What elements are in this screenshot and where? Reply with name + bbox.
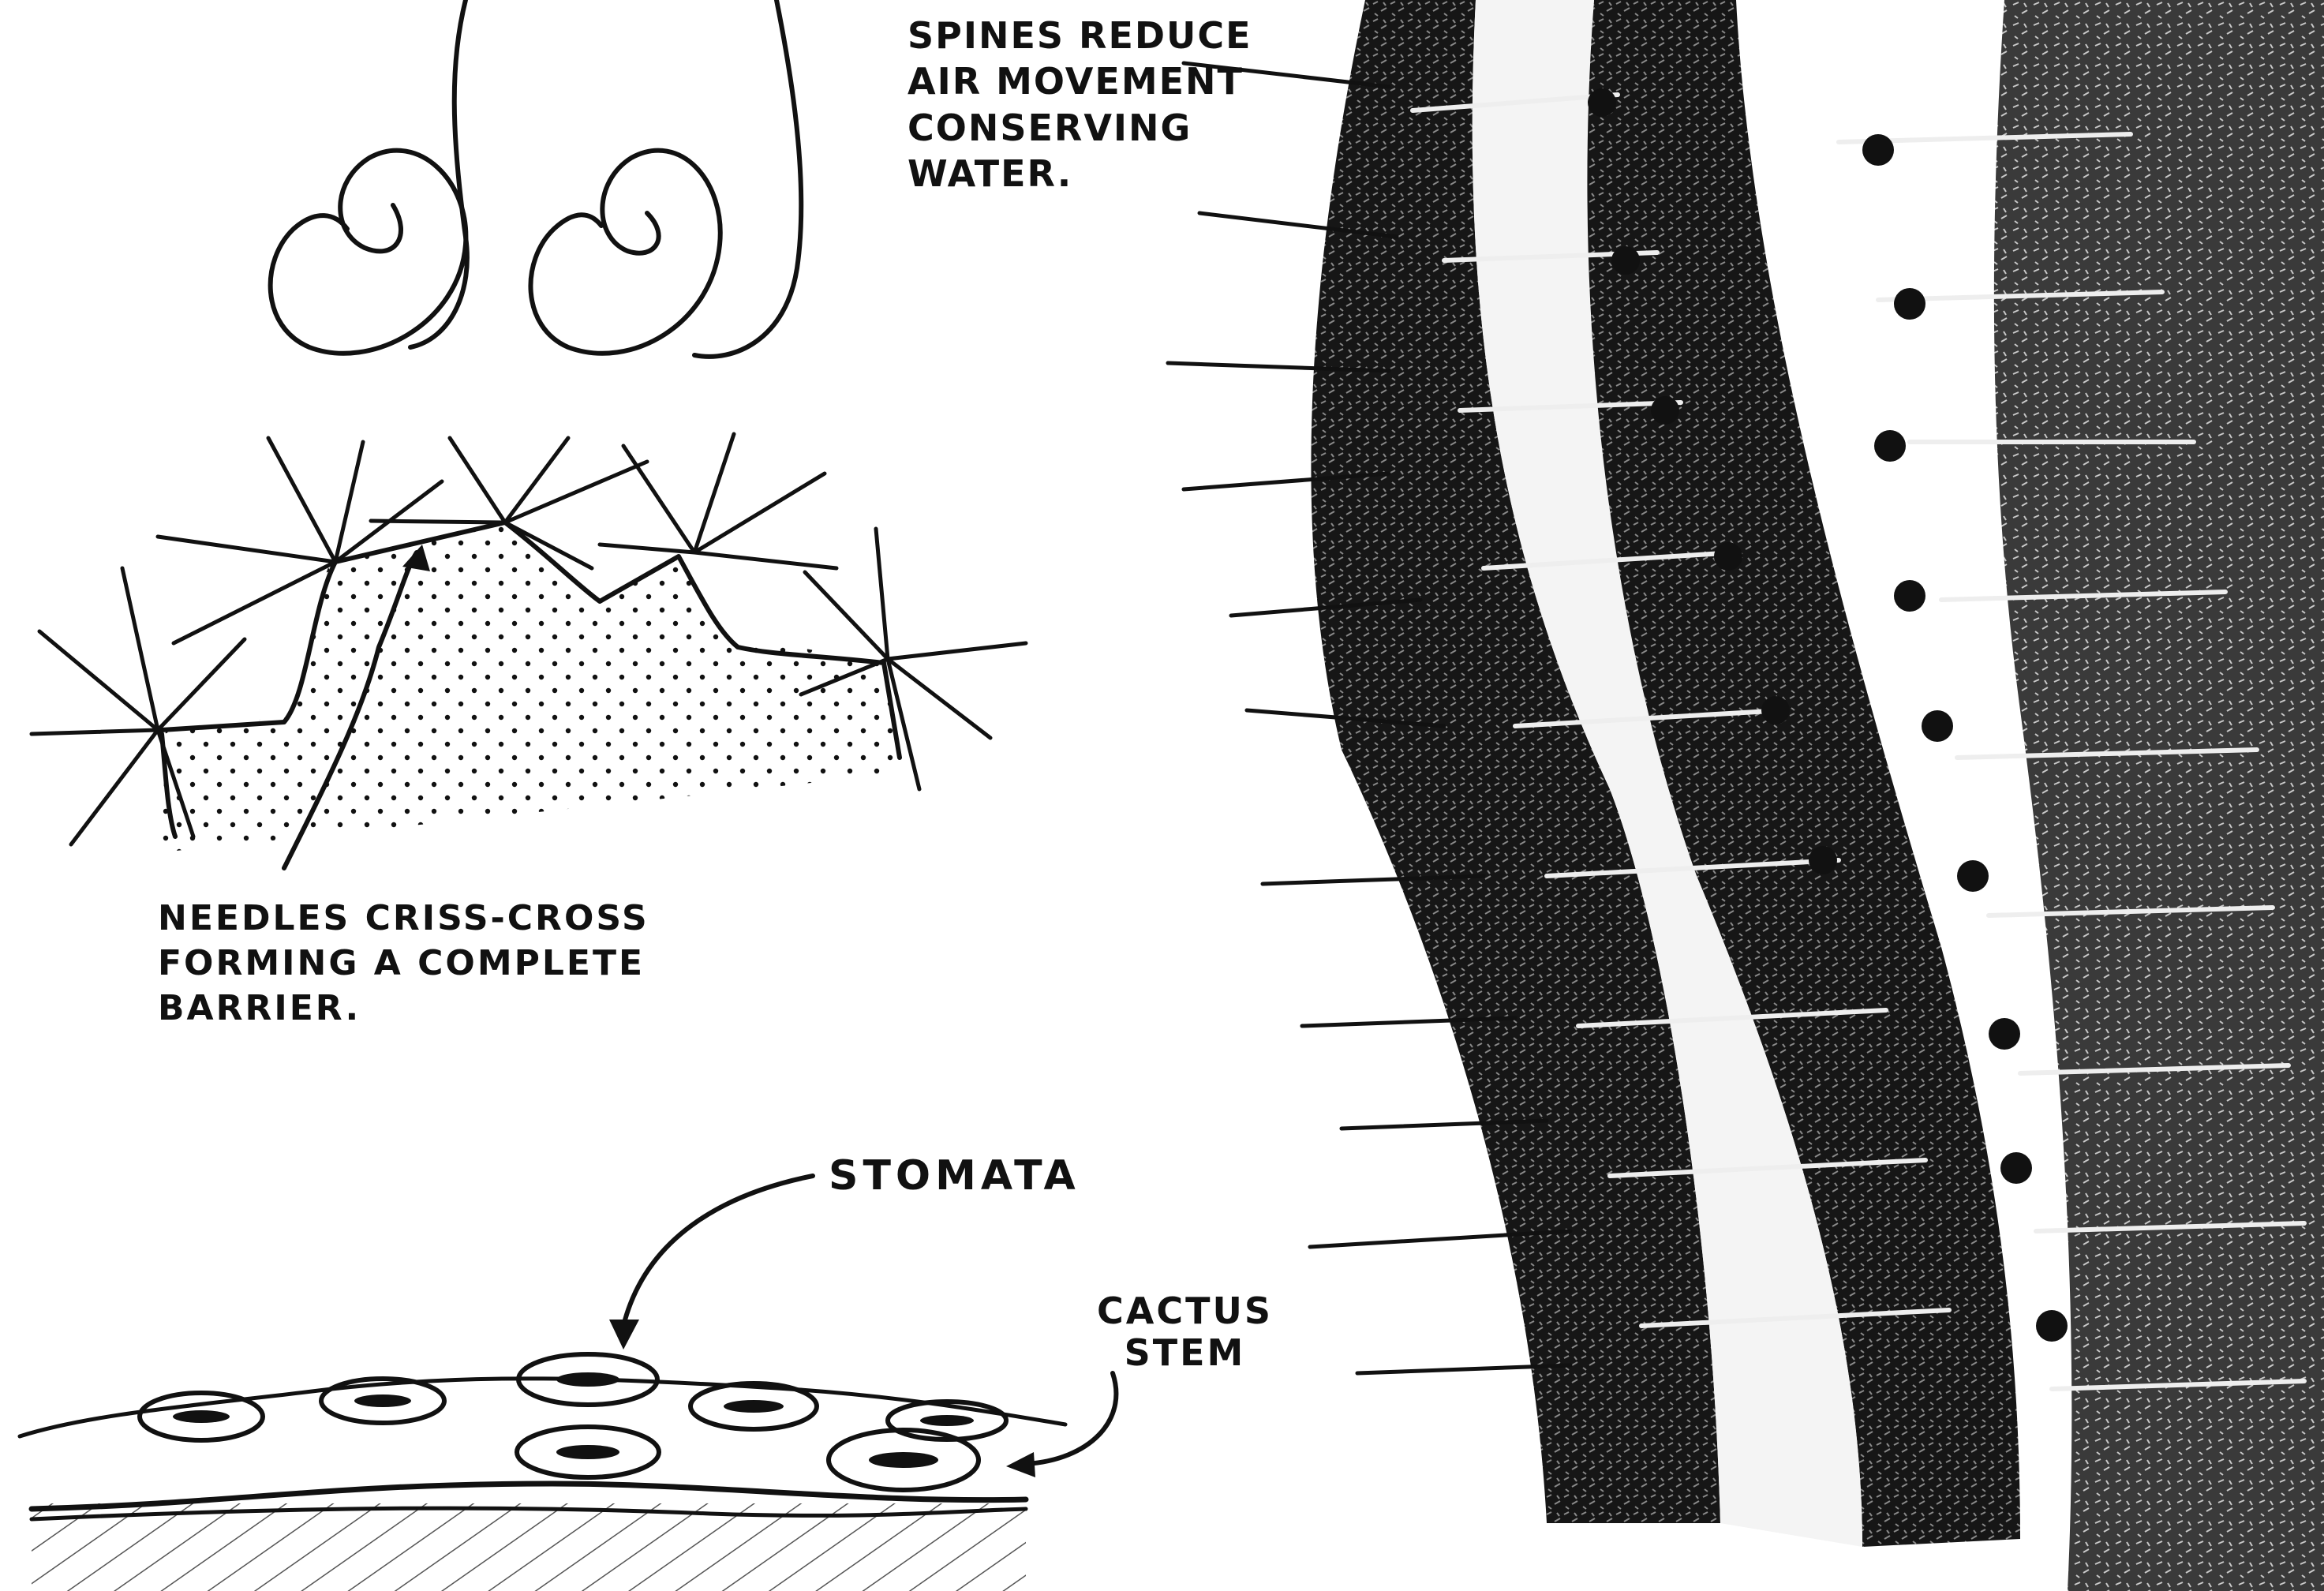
needle-cross-section <box>32 434 1026 868</box>
cactus-stem-label-line-1: CACTUS <box>1097 1290 1273 1332</box>
cactus-stem-label: CACTUS STEM <box>1097 1290 1273 1374</box>
spines-label-line-3: CONSERVING <box>908 107 1192 149</box>
stomata-stem-diagram <box>20 1176 1116 1591</box>
needles-label-line-2: FORMING A COMPLETE <box>158 943 645 983</box>
spines-reduce-air-movement-label: SPINES REDUCE AIR MOVEMENT CONSERVING WA… <box>908 13 1252 197</box>
needles-label-line-1: NEEDLES CRISS-CROSS <box>158 898 649 938</box>
spines-label-line-2: AIR MOVEMENT <box>908 60 1244 103</box>
needles-label-line-3: BARRIER. <box>158 988 361 1028</box>
spiral-curls <box>271 0 802 357</box>
stomata-label: STOMATA <box>829 1152 1080 1200</box>
spines-label-line-1: SPINES REDUCE <box>908 14 1252 57</box>
spines-label-line-4: WATER. <box>908 152 1072 195</box>
cactus-illustration <box>1168 0 2324 1591</box>
needles-criss-cross-label: NEEDLES CRISS-CROSS FORMING A COMPLETE B… <box>158 896 649 1031</box>
cactus-stem-label-line-2: STEM <box>1125 1331 1246 1374</box>
